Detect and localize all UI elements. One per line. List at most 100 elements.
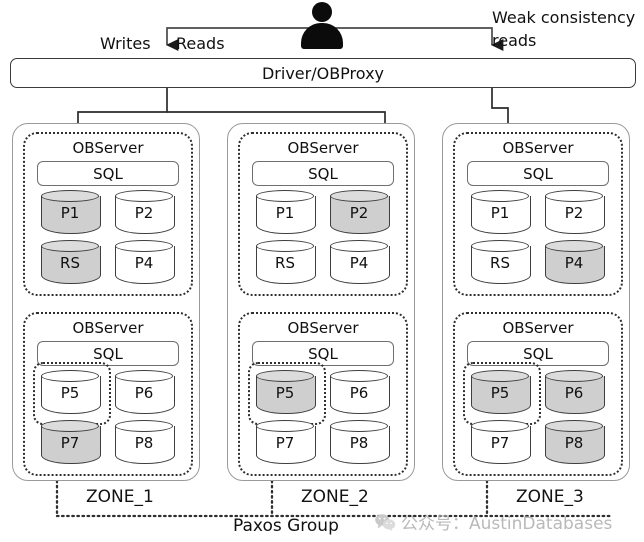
cylinder-top bbox=[256, 190, 314, 202]
partition-cylinder[interactable]: RS bbox=[41, 240, 101, 284]
partition-label: P2 bbox=[349, 204, 369, 222]
cylinder-top bbox=[471, 240, 529, 252]
partition-cylinder[interactable]: P7 bbox=[256, 420, 316, 464]
partition-cylinder[interactable]: P1 bbox=[471, 190, 531, 234]
observer-label: OBServer bbox=[72, 139, 144, 157]
partition-label: P4 bbox=[134, 254, 154, 272]
cylinder-body bbox=[256, 246, 316, 284]
user-icon bbox=[300, 2, 344, 49]
partition-label: P6 bbox=[134, 384, 154, 402]
cylinder-body bbox=[471, 426, 531, 464]
sql-label: SQL bbox=[308, 164, 338, 183]
watermark: 公众号：AustinDatabases bbox=[374, 509, 612, 534]
partition-cylinder[interactable]: P6 bbox=[330, 370, 390, 414]
cylinder-top bbox=[256, 420, 314, 432]
partition-cylinder[interactable]: P4 bbox=[545, 240, 605, 284]
partition-cylinder[interactable]: P5 bbox=[256, 370, 316, 414]
weak-reads-label-line2: reads bbox=[492, 31, 537, 50]
zone-3-name: ZONE_3 bbox=[516, 487, 584, 507]
user-body bbox=[301, 23, 343, 49]
user-head bbox=[312, 2, 332, 22]
partition-cylinder[interactable]: P4 bbox=[115, 240, 175, 284]
partition-cylinder[interactable]: P7 bbox=[41, 420, 101, 464]
cylinder-body bbox=[545, 376, 605, 414]
cylinder-body bbox=[256, 196, 316, 234]
cylinder-top bbox=[330, 370, 388, 382]
partition-label: RS bbox=[60, 254, 80, 272]
cylinder-body bbox=[115, 196, 175, 234]
partition-cylinder[interactable]: P2 bbox=[115, 190, 175, 234]
partition-cylinder[interactable]: RS bbox=[471, 240, 531, 284]
cylinder-body bbox=[41, 376, 101, 414]
sql-box[interactable]: SQL bbox=[37, 341, 179, 366]
cylinder-top bbox=[545, 240, 603, 252]
driver-obproxy-box[interactable]: Driver/OBProxy bbox=[10, 58, 636, 88]
observer-label: OBServer bbox=[502, 319, 574, 337]
cylinder-body bbox=[115, 376, 175, 414]
sql-box[interactable]: SQL bbox=[252, 341, 394, 366]
partition-cylinder[interactable]: P4 bbox=[330, 240, 390, 284]
cylinder-body bbox=[471, 196, 531, 234]
cylinder-body bbox=[330, 376, 390, 414]
partition-cylinder[interactable]: RS bbox=[256, 240, 316, 284]
observer-label: OBServer bbox=[502, 139, 574, 157]
partition-label: P8 bbox=[134, 434, 154, 452]
observer-label: OBServer bbox=[287, 319, 359, 337]
partition-cylinder[interactable]: P7 bbox=[471, 420, 531, 464]
partition-cylinder[interactable]: P5 bbox=[471, 370, 531, 414]
writes-label: Writes bbox=[100, 34, 151, 53]
partition-label: P2 bbox=[134, 204, 154, 222]
partition-cylinder[interactable]: P2 bbox=[330, 190, 390, 234]
sql-box[interactable]: SQL bbox=[252, 161, 394, 186]
partition-cylinder[interactable]: P1 bbox=[256, 190, 316, 234]
partition-cylinder[interactable]: P8 bbox=[545, 420, 605, 464]
cylinder-top bbox=[471, 190, 529, 202]
partition-label: P6 bbox=[564, 384, 584, 402]
partition-cylinder[interactable]: P8 bbox=[115, 420, 175, 464]
cylinder-body bbox=[471, 376, 531, 414]
partition-cylinder[interactable]: P8 bbox=[330, 420, 390, 464]
sql-label: SQL bbox=[523, 344, 553, 363]
cylinder-top bbox=[41, 240, 99, 252]
cylinder-body bbox=[256, 426, 316, 464]
partition-label: P5 bbox=[60, 384, 80, 402]
cylinder-top bbox=[545, 370, 603, 382]
partition-cylinder[interactable]: P2 bbox=[545, 190, 605, 234]
observer-label: OBServer bbox=[287, 139, 359, 157]
zone-1-name: ZONE_1 bbox=[86, 487, 154, 507]
cylinder-top bbox=[330, 420, 388, 432]
sql-box[interactable]: SQL bbox=[467, 341, 609, 366]
cylinder-top bbox=[115, 420, 173, 432]
zone-2-name: ZONE_2 bbox=[301, 487, 369, 507]
cylinder-body bbox=[115, 426, 175, 464]
cylinder-body bbox=[471, 246, 531, 284]
cylinder-top bbox=[471, 420, 529, 432]
partition-label: P1 bbox=[275, 204, 295, 222]
sql-label: SQL bbox=[93, 344, 123, 363]
partition-label: P5 bbox=[490, 384, 510, 402]
partition-cylinder[interactable]: P6 bbox=[545, 370, 605, 414]
sql-box[interactable]: SQL bbox=[467, 161, 609, 186]
cylinder-body bbox=[115, 246, 175, 284]
cylinder-top bbox=[471, 370, 529, 382]
partition-cylinder[interactable]: P1 bbox=[41, 190, 101, 234]
sql-label: SQL bbox=[93, 164, 123, 183]
cylinder-body bbox=[330, 196, 390, 234]
cylinder-body bbox=[41, 426, 101, 464]
partition-cylinder[interactable]: P5 bbox=[41, 370, 101, 414]
sql-box[interactable]: SQL bbox=[37, 161, 179, 186]
partition-label: P4 bbox=[564, 254, 584, 272]
cylinder-body bbox=[256, 376, 316, 414]
partition-cylinder[interactable]: P6 bbox=[115, 370, 175, 414]
driver-obproxy-label: Driver/OBProxy bbox=[261, 63, 385, 83]
